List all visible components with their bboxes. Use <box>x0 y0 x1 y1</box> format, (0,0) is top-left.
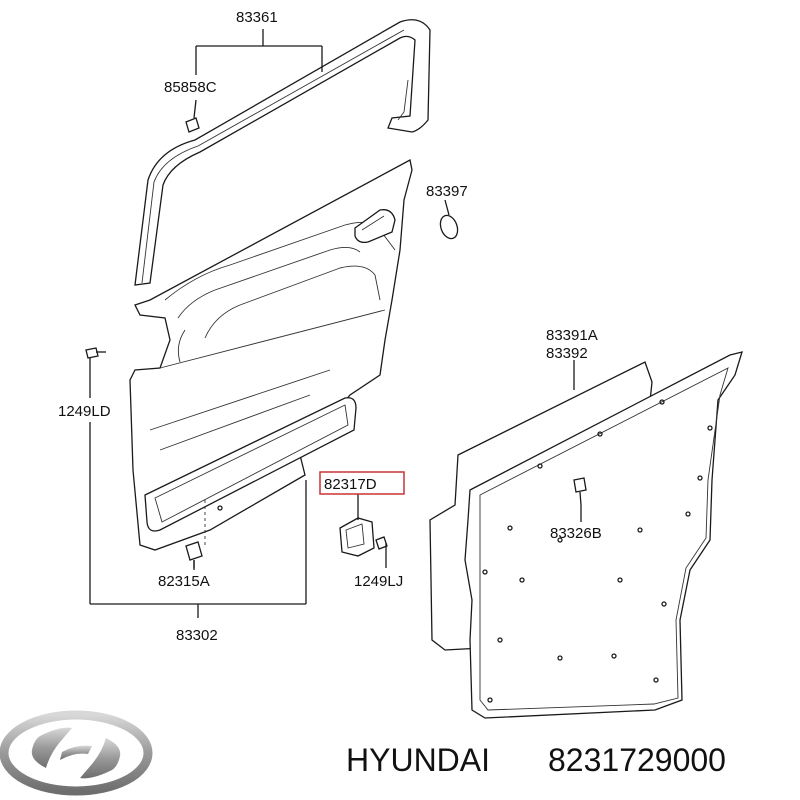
hyundai-logo-icon <box>0 710 153 796</box>
door-trim-panel <box>129 159 413 551</box>
bracket-82317d <box>339 517 375 557</box>
label-83392: 83392 <box>546 345 588 362</box>
label-1249ld: 1249LD <box>58 403 111 420</box>
label-83361: 83361 <box>236 9 278 26</box>
highlight-box <box>319 471 405 495</box>
label-85858c: 85858C <box>164 79 217 96</box>
clip-85858c <box>185 99 200 133</box>
label-82317d: 82317D <box>324 476 377 493</box>
leader-lines <box>89 29 582 618</box>
plug-83397 <box>439 199 459 240</box>
screw-83326b <box>573 477 587 506</box>
caption-part-number: 8231729000 <box>548 742 726 778</box>
label-83397: 83397 <box>426 183 468 200</box>
label-82315a: 82315A <box>158 573 210 590</box>
label-83302: 83302 <box>176 627 218 644</box>
weatherstrip-83361 <box>134 19 431 286</box>
inner-panel <box>464 351 743 719</box>
screw-1249lj <box>375 536 388 568</box>
label-1249lj: 1249LJ <box>354 573 403 590</box>
caption-brand: HYUNDAI <box>346 742 490 778</box>
screw-1249ld <box>85 347 106 359</box>
label-83326b: 83326B <box>550 525 602 542</box>
label-83391a: 83391A <box>546 327 598 344</box>
